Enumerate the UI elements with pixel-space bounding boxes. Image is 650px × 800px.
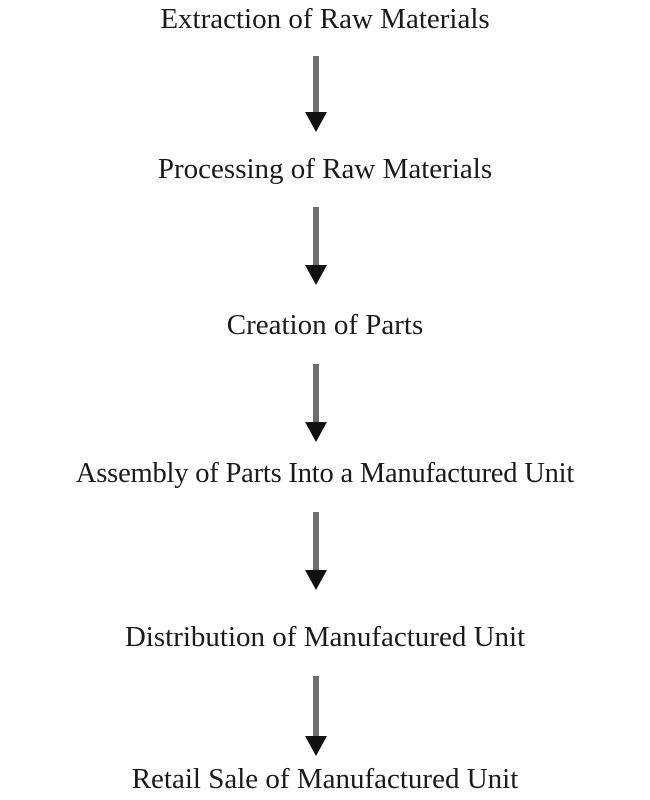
down-arrow-icon bbox=[305, 512, 327, 590]
step-distribution: Distribution of Manufactured Unit bbox=[124, 621, 526, 653]
down-arrow-icon bbox=[305, 676, 327, 756]
step-processing: Processing of Raw Materials bbox=[157, 153, 493, 185]
step-assembly: Assembly of Parts Into a Manufactured Un… bbox=[75, 458, 575, 489]
step-retail-sale: Retail Sale of Manufactured Unit bbox=[131, 763, 519, 795]
down-arrow-icon bbox=[305, 207, 327, 285]
step-creation-of-parts: Creation of Parts bbox=[226, 309, 424, 341]
down-arrow-icon bbox=[305, 56, 327, 132]
step-extraction: Extraction of Raw Materials bbox=[160, 3, 490, 35]
down-arrow-icon bbox=[305, 364, 327, 442]
